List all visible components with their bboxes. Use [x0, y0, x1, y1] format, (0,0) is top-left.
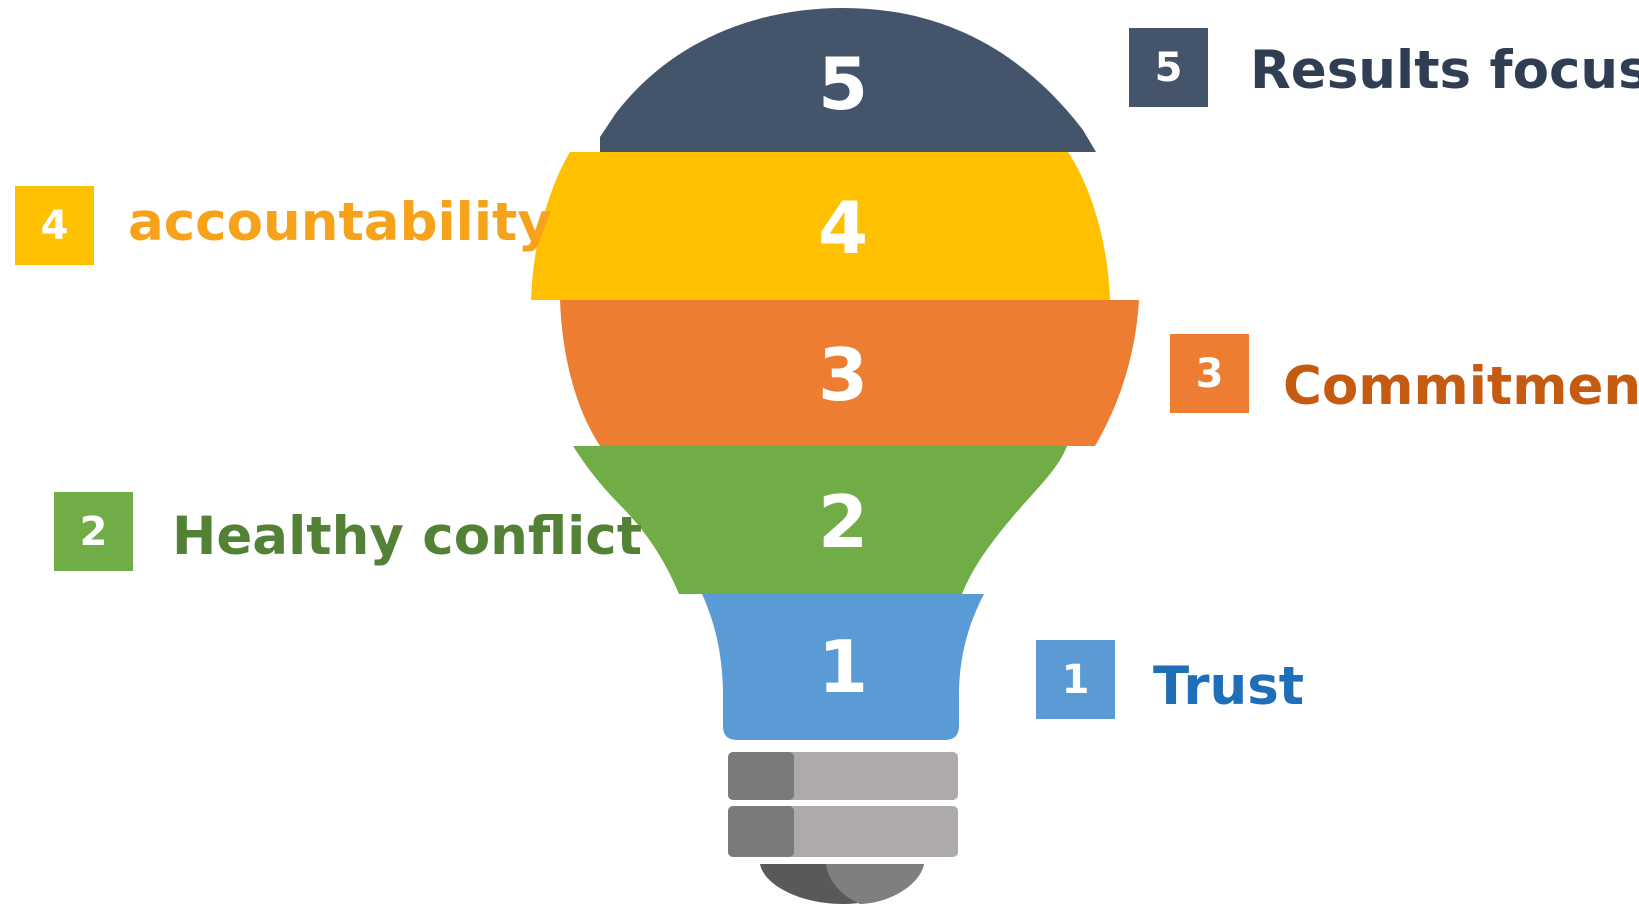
label-healthy-conflict: Healthy conflict: [172, 506, 643, 567]
badge-2: 2: [54, 492, 133, 571]
bulb-segment-5-number: 5: [818, 42, 868, 126]
bulb-segment-4-number: 4: [818, 186, 868, 270]
label-results-focus: Results focus: [1250, 40, 1639, 101]
thread-1-dark: [728, 752, 794, 800]
bulb-segment-2-number: 2: [818, 480, 868, 564]
badge-3: 3: [1170, 334, 1249, 413]
badge-1: 1: [1036, 640, 1115, 719]
bulb-segment-1-number: 1: [818, 625, 868, 709]
bulb-segment-4: [531, 152, 1110, 300]
label-commitment: Commitment: [1283, 356, 1639, 417]
bulb-cap-light: [826, 864, 924, 904]
label-accountability: accountability: [128, 192, 552, 253]
label-trust: Trust: [1153, 656, 1305, 717]
bulb-segment-3: [560, 300, 1139, 446]
bulb-segment-2: [573, 446, 1067, 594]
thread-2-dark: [728, 806, 794, 857]
bulb-segment-1: [702, 594, 984, 740]
badge-4: 4: [15, 186, 94, 265]
bulb-segment-5: [600, 8, 1096, 152]
badge-5: 5: [1129, 28, 1208, 107]
bulb-segment-3-number: 3: [818, 333, 868, 417]
bulb-base: [728, 752, 958, 904]
